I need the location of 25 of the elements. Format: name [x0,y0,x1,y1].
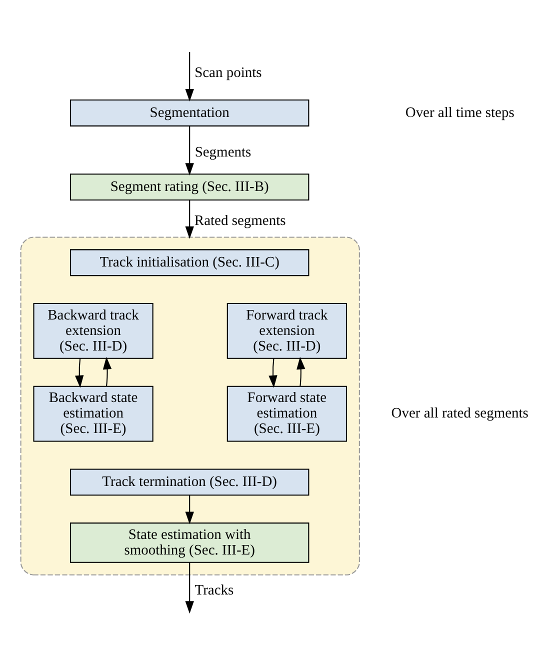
arrow [185,562,194,614]
node-box: Segmentation [70,100,310,126]
arrow [102,356,112,386]
arrow [185,52,194,102]
node-box: Forward state estimation (Sec. III-E) [226,386,347,442]
node-box: Forward track extension (Sec. III-D) [226,303,347,359]
edge-label: Tracks [194,582,234,599]
label: Over all rated segments [391,406,528,422]
arrow [185,495,194,524]
arrow [268,358,278,388]
node-box: Track termination (Sec. III-D) [70,468,310,496]
node-box: Segment rating (Sec. III-B) [70,174,310,200]
node-box: Track initialisation (Sec. III-C) [70,249,310,276]
edge-label: Rated segments [194,213,286,230]
label: Over all time steps [405,104,514,121]
edge-label: Scan points [194,64,262,81]
node-box: Backward state estimation (Sec. III-E) [33,386,154,442]
arrow [296,356,306,386]
node-box: Backward track extension (Sec. III-D) [33,303,154,359]
arrow [185,200,194,239]
edge-label: Segments [194,144,252,161]
cluster [20,236,360,576]
node-box: State estimation with smoothing (Sec. III-E) [70,522,310,563]
arrow [75,358,84,388]
arrow [185,126,194,176]
